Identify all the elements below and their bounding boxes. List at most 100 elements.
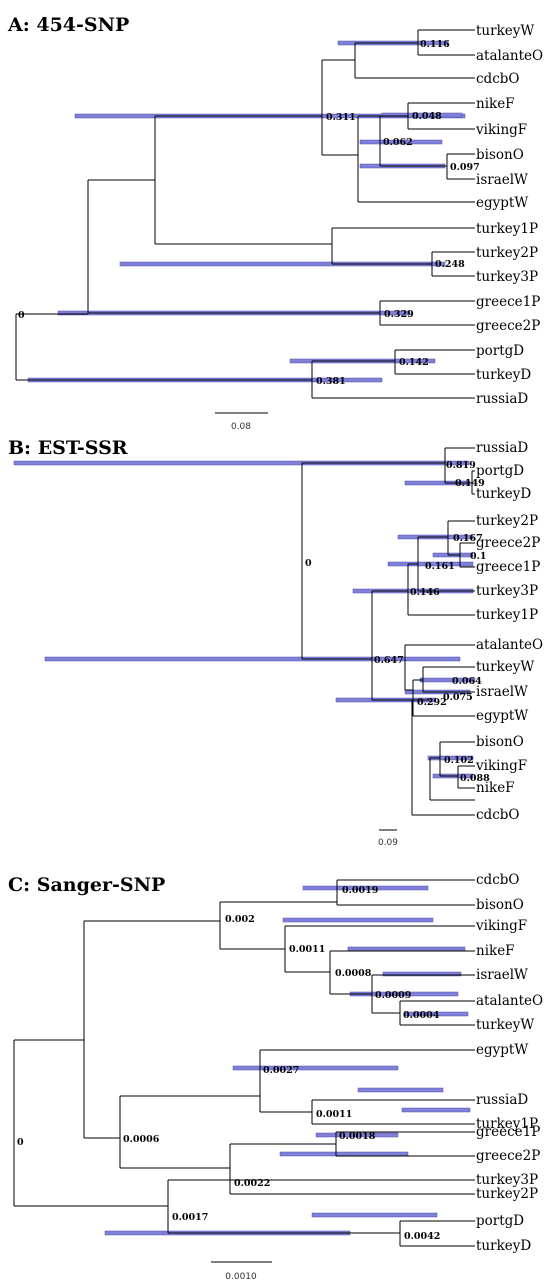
leaf-label: vikingF — [475, 758, 527, 774]
panel-b: B: EST-SSR — [8, 437, 543, 848]
node-label: 0.0017 — [172, 1212, 208, 1223]
branch — [399, 1000, 475, 1026]
node-label: 0.142 — [399, 357, 429, 368]
leaf-label: greece2P — [476, 318, 540, 334]
leaf-label: russiaD — [476, 1092, 528, 1108]
node-label: 0.116 — [420, 39, 450, 50]
branch — [335, 1131, 475, 1157]
leaf-label: turkeyW — [476, 23, 534, 39]
leaf-label: egyptW — [476, 1042, 528, 1058]
branch — [431, 251, 475, 277]
branch — [447, 520, 475, 556]
leaf-label: turkey2P — [476, 513, 538, 529]
leaf-label: vikingF — [475, 918, 527, 934]
panel-c-interval-bars — [104, 885, 471, 1236]
node-label: 0.075 — [443, 692, 473, 703]
panel-b-scale-bar: 0.09 — [378, 829, 398, 848]
panel-b-branches — [301, 447, 475, 816]
scale-bar-label: 0.08 — [231, 422, 251, 432]
branch — [284, 925, 475, 973]
panel-c: C: Sanger-SNP — [8, 872, 543, 1282]
branch — [357, 115, 475, 203]
leaf-label: atalanteO — [476, 993, 543, 1009]
interval-bar — [232, 1065, 399, 1071]
leaf-label: egyptW — [476, 195, 528, 211]
branch — [417, 29, 475, 56]
leaf-label: greece1P — [476, 1124, 540, 1140]
branch — [429, 757, 475, 801]
panel-b-node-labels: 0.819 0.149 0 0.167 0.1 0.161 0.146 0.64… — [305, 460, 490, 784]
branch — [379, 300, 475, 326]
panel-b-interval-bars — [13, 460, 476, 779]
panel-a-interval-bars — [27, 40, 466, 383]
interval-bar — [311, 1212, 438, 1218]
node-label: 0 — [305, 558, 312, 569]
node-label: 0.097 — [450, 162, 480, 173]
leaf-label: nikeF — [476, 780, 515, 796]
panel-a: A: 454-SNP — [7, 14, 543, 432]
node-label: 0.381 — [316, 376, 346, 387]
leaf-label: israelW — [476, 967, 528, 983]
branch — [87, 179, 380, 314]
interval-bar — [44, 656, 461, 662]
branch — [412, 679, 475, 717]
node-label: 0.149 — [455, 478, 485, 489]
node-label: 0.102 — [444, 755, 474, 766]
leaf-label: turkey1P — [476, 1116, 538, 1132]
scale-bar-label: 0.0010 — [225, 1272, 257, 1282]
branch — [311, 360, 475, 399]
leaf-label: nikeF — [476, 943, 515, 959]
interval-bar — [315, 1132, 399, 1138]
interval-bar — [357, 1087, 444, 1093]
node-label: 0.292 — [417, 697, 447, 708]
node-label: 0.329 — [384, 309, 414, 320]
leaf-label: bisonO — [476, 897, 524, 913]
leaf-label: nikeF — [476, 96, 515, 112]
leaf-label: egyptW — [476, 708, 528, 724]
node-label: 0.0022 — [234, 1178, 270, 1189]
leaf-label: israelW — [476, 172, 528, 188]
node-label: 0.0011 — [289, 944, 325, 955]
leaf-label: cdcbO — [476, 872, 519, 888]
node-label: 0.0008 — [335, 968, 372, 979]
leaf-label: turkey1P — [476, 221, 538, 237]
branch — [471, 470, 475, 495]
node-label: 0 — [18, 310, 25, 321]
branch — [167, 1179, 475, 1234]
panel-a-leaf-labels: turkeyW atalanteO cdcbO nikeF vikingF bi… — [475, 23, 543, 407]
interval-bar — [13, 460, 470, 466]
node-label: 0.0019 — [342, 885, 379, 896]
node-label: 0.0004 — [403, 1010, 440, 1021]
panel-b-title: B: EST-SSR — [8, 437, 128, 459]
leaf-label: israelW — [476, 684, 528, 700]
leaf-label: portgD — [476, 343, 524, 359]
panel-c-scale-bar: 0.0010 — [211, 1261, 272, 1282]
leaf-label: turkey3P — [476, 269, 538, 285]
interval-bar — [359, 139, 443, 145]
panel-a-scale-bar: 0.08 — [215, 412, 268, 432]
branch — [407, 563, 475, 616]
branch — [13, 1039, 168, 1207]
leaf-label: turkey1P — [476, 607, 538, 623]
branch — [394, 349, 475, 375]
interval-bar — [381, 112, 463, 118]
branch — [407, 102, 475, 130]
branch — [329, 950, 475, 995]
interval-bar — [401, 1107, 471, 1113]
leaf-label: greece1P — [476, 294, 540, 310]
branch — [119, 1095, 260, 1169]
panel-a-title: A: 454-SNP — [7, 14, 129, 36]
branch — [379, 115, 447, 167]
panel-a-node-labels: 0.116 0.311 0.048 0.062 0.097 0.248 0 0.… — [18, 39, 480, 387]
leaf-label: turkey3P — [476, 1172, 538, 1188]
interval-bar — [119, 261, 446, 267]
branch — [446, 153, 475, 180]
branch — [404, 644, 475, 691]
node-label: 0.064 — [452, 676, 482, 687]
branch — [399, 1220, 475, 1247]
branch — [371, 974, 475, 1014]
interval-bar — [347, 946, 466, 952]
branch — [301, 462, 445, 660]
node-label: 0.002 — [225, 914, 255, 925]
